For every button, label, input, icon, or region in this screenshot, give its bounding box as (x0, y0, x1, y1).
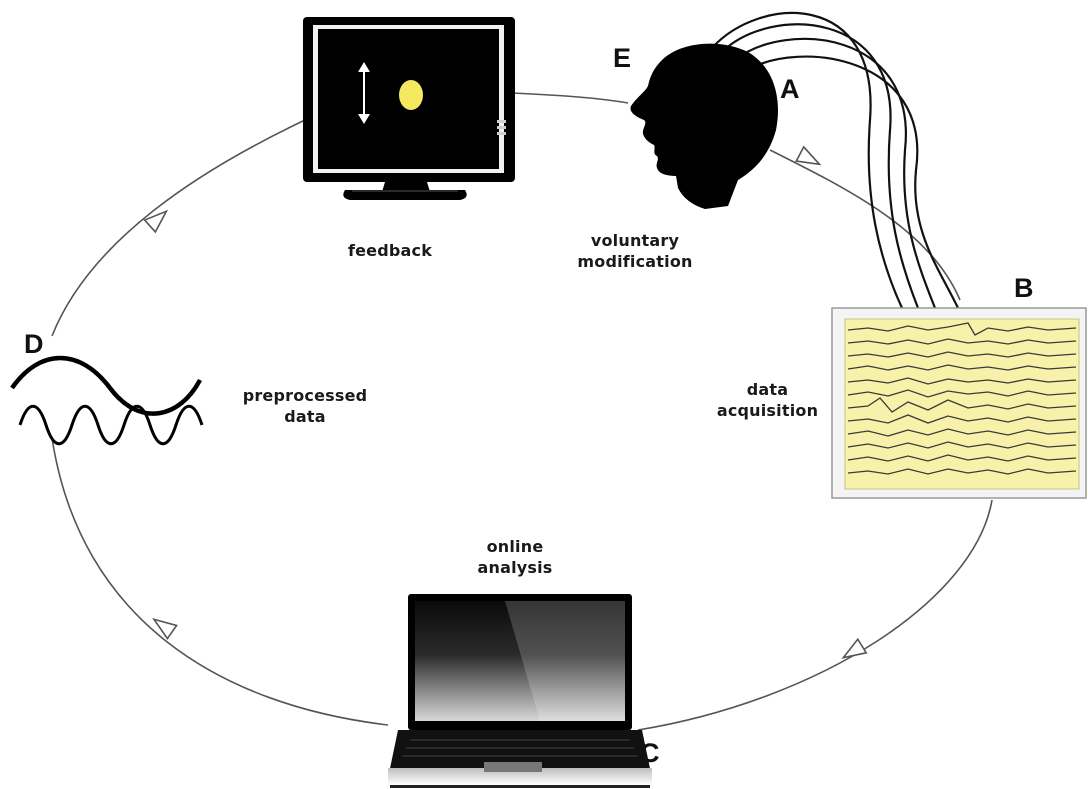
caption-voluntary-line2: modification (577, 252, 693, 271)
caption-online-analysis: online analysis (450, 536, 580, 578)
head-silhouette-icon (630, 43, 778, 210)
loop-segment-head-to-eeg (769, 149, 961, 301)
loop-segment-monitor-to-head (509, 92, 629, 104)
loop-segment-eeg-to-laptop (637, 499, 993, 731)
caption-preprocessed-data: preprocessed data (225, 385, 385, 427)
loop-segment-laptop-to-waves (51, 437, 389, 726)
caption-feedback: feedback (330, 240, 450, 261)
caption-online-line2: analysis (477, 558, 553, 577)
cycle-arrowheads (143, 145, 868, 659)
arrowhead-laptop-to-waves (152, 618, 178, 640)
caption-online-line1: online (486, 537, 544, 556)
label-c: C (640, 738, 660, 768)
monitor-icon (303, 17, 515, 200)
wave-signal-icon (10, 355, 204, 446)
electrode-cables (711, 11, 959, 309)
caption-voluntary-modification: voluntary modification (565, 230, 705, 272)
arrowhead-head-to-eeg (795, 145, 822, 166)
cycle-loop (51, 92, 993, 731)
arrowhead-waves-to-monitor (143, 209, 169, 234)
laptop-icon (388, 594, 652, 788)
caption-preprocessed-line1: preprocessed (242, 386, 368, 405)
label-e: E (613, 43, 632, 73)
loop-segment-waves-to-monitor (51, 119, 306, 337)
caption-data-acquisition: data acquisition (705, 379, 830, 421)
caption-feedback-text: feedback (347, 241, 433, 260)
caption-data-line2: acquisition (716, 401, 819, 420)
label-a: A (780, 74, 800, 104)
label-b: B (1014, 273, 1034, 303)
arrowhead-eeg-to-laptop (841, 637, 868, 659)
caption-data-line1: data (746, 380, 789, 399)
label-d: D (24, 329, 44, 359)
eeg-display-icon (831, 307, 1087, 499)
caption-voluntary-line1: voluntary (590, 231, 680, 250)
feedback-target-ball (399, 80, 423, 110)
caption-preprocessed-line2: data (284, 407, 326, 426)
